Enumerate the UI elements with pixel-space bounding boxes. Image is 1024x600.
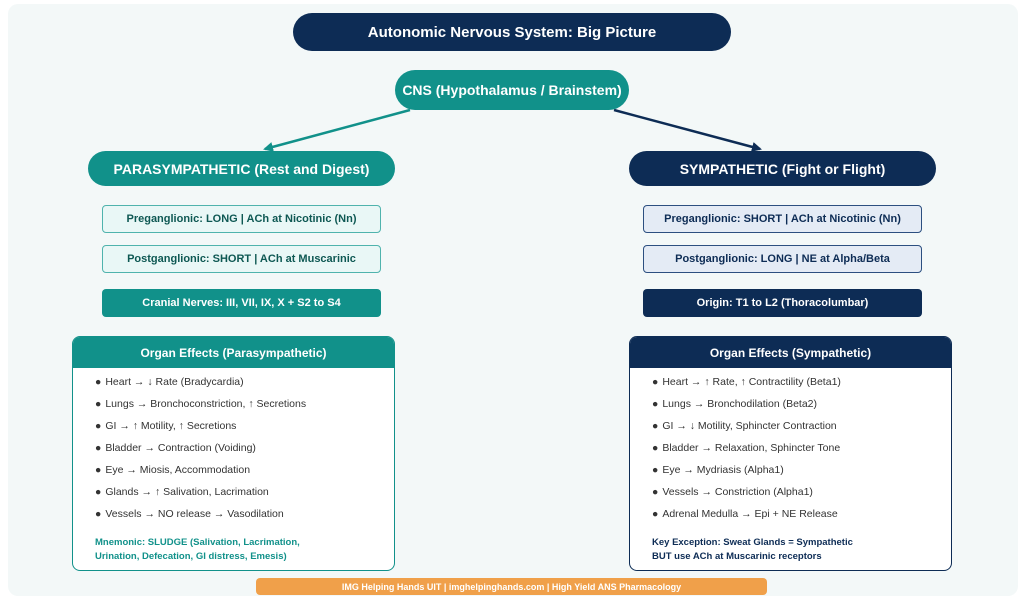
bullet-icon: ● (95, 508, 102, 520)
parasympathetic-header: PARASYMPATHETIC (Rest and Digest) (88, 151, 395, 186)
bullet-icon: ● (652, 442, 659, 454)
list-item: ●Lungs → Bronchodilation (Beta2) (652, 398, 818, 410)
parasympathetic-effects-list: ●Heart → ↓ Rate (Bradycardia) ●Lungs → B… (73, 368, 394, 528)
parasympathetic-preganglionic: Preganglionic: LONG | ACh at Nicotinic (… (102, 205, 381, 233)
list-item: ●GI → ↓ Motility, Sphincter Contraction (652, 420, 837, 432)
list-item: ●Bladder → Relaxation, Sphincter Tone (652, 442, 841, 454)
list-item: ●GI → ↑ Motility, ↑ Secretions (95, 420, 237, 432)
list-item: ●Vessels → Constriction (Alpha1) (652, 486, 813, 498)
parasympathetic-mnemonic: Mnemonic: SLUDGE (Salivation, Lacrimatio… (95, 536, 300, 564)
bullet-icon: ● (95, 376, 102, 388)
bullet-icon: ● (652, 420, 659, 432)
sympathetic-preganglionic: Preganglionic: SHORT | ACh at Nicotinic … (643, 205, 922, 233)
parasympathetic-origin: Cranial Nerves: III, VII, IX, X + S2 to … (102, 289, 381, 317)
exception-line-1: Key Exception: Sweat Glands = Sympatheti… (652, 537, 853, 548)
bullet-icon: ● (652, 508, 659, 520)
footer-banner: IMG Helping Hands UIT | imghelpinghands.… (256, 578, 767, 595)
diagram-title: Autonomic Nervous System: Big Picture (293, 13, 731, 51)
mnemonic-line-2: Urination, Defecation, GI distress, Emes… (95, 551, 287, 562)
sympathetic-effects-list: ●Heart → ↑ Rate, ↑ Contractility (Beta1)… (630, 368, 951, 528)
bullet-icon: ● (652, 398, 659, 410)
bullet-icon: ● (652, 464, 659, 476)
list-item: ●Vessels → NO release → Vasodilation (95, 508, 284, 520)
bullet-icon: ● (95, 420, 102, 432)
list-item: ●Eye → Miosis, Accommodation (95, 464, 251, 476)
parasympathetic-postganglionic: Postganglionic: SHORT | ACh at Muscarini… (102, 245, 381, 273)
bullet-icon: ● (95, 398, 102, 410)
list-item: ●Heart → ↑ Rate, ↑ Contractility (Beta1) (652, 376, 841, 388)
list-item: ●Heart → ↓ Rate (Bradycardia) (95, 376, 244, 388)
sympathetic-panel-title: Organ Effects (Sympathetic) (630, 337, 951, 368)
arrow-to-sympathetic (613, 108, 762, 152)
sympathetic-effects-panel: Organ Effects (Sympathetic) ●Heart → ↑ R… (629, 336, 952, 571)
parasympathetic-panel-title: Organ Effects (Parasympathetic) (73, 337, 394, 368)
sympathetic-key-exception: Key Exception: Sweat Glands = Sympatheti… (652, 536, 853, 564)
bullet-icon: ● (95, 442, 102, 454)
bullet-icon: ● (652, 486, 659, 498)
bullet-icon: ● (95, 464, 102, 476)
mnemonic-line-1: Mnemonic: SLUDGE (Salivation, Lacrimatio… (95, 537, 300, 548)
list-item: ●Bladder → Contraction (Voiding) (95, 442, 256, 454)
sympathetic-header: SYMPATHETIC (Fight or Flight) (629, 151, 936, 186)
sympathetic-origin: Origin: T1 to L2 (Thoracolumbar) (643, 289, 922, 317)
list-item: ●Glands → ↑ Salivation, Lacrimation (95, 486, 269, 498)
list-item: ●Adrenal Medulla → Epi + NE Release (652, 508, 838, 520)
bullet-icon: ● (95, 486, 102, 498)
list-item: ●Lungs → Bronchoconstriction, ↑ Secretio… (95, 398, 307, 410)
arrow-to-parasympathetic (263, 108, 411, 152)
cns-node: CNS (Hypothalamus / Brainstem) (395, 70, 629, 110)
parasympathetic-effects-panel: Organ Effects (Parasympathetic) ●Heart →… (72, 336, 395, 571)
exception-line-2: BUT use ACh at Muscarinic receptors (652, 551, 822, 562)
sympathetic-postganglionic: Postganglionic: LONG | NE at Alpha/Beta (643, 245, 922, 273)
bullet-icon: ● (652, 376, 659, 388)
list-item: ●Eye → Mydriasis (Alpha1) (652, 464, 784, 476)
